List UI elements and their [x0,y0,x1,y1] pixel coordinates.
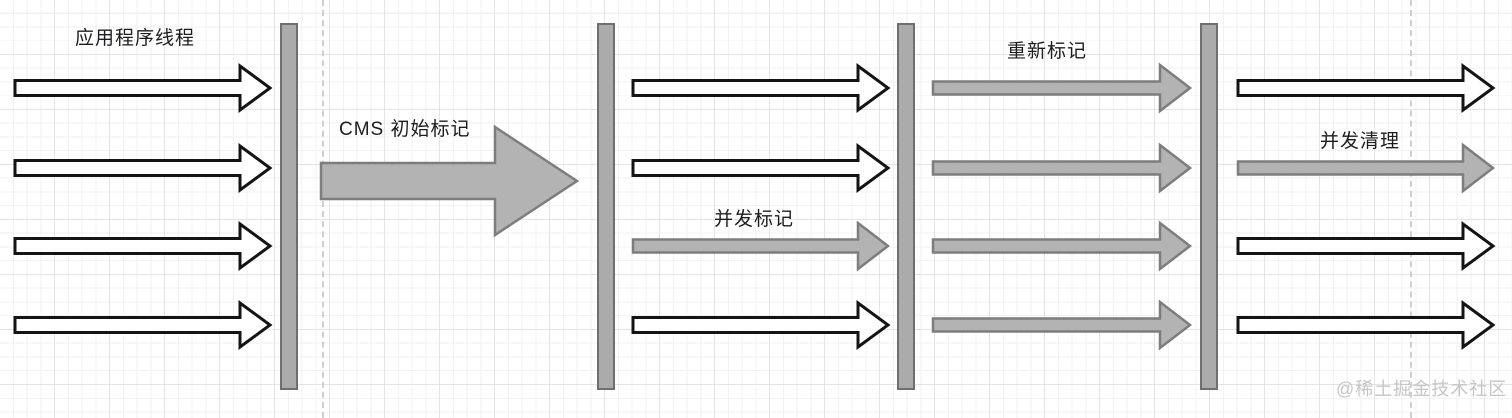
gc-thread-arrow-concurrent-sweep [1236,142,1496,194]
app-thread-arrow-app-threads-running [13,300,273,350]
app-thread-arrow-app-threads-running [13,221,273,271]
app-thread-arrow-concurrent-mark [631,300,891,350]
gc-thread-arrow-remark [931,62,1193,114]
app-thread-arrow-concurrent-mark [631,143,891,193]
gc-thread-arrow-remark [931,299,1193,351]
app-thread-arrow-app-threads-running [13,63,273,113]
gc-thread-arrow-remark [931,220,1193,272]
stw-pause-bar [280,23,298,390]
stw-pause-bar [1200,23,1218,390]
app-thread-arrow-concurrent-sweep [1236,63,1496,113]
app-thread-arrow-app-threads-running [13,143,273,193]
initial-mark-arrow [319,124,580,238]
page-boundary-dashed-line [322,0,324,418]
gc-thread-arrow-concurrent-mark [631,220,891,272]
stw-pause-bar [597,23,615,390]
label-cms-initial-mark: CMS 初始标记 [339,119,471,140]
gc-thread-arrow-remark [931,142,1193,194]
label-remark: 重新标记 [1007,41,1088,62]
app-thread-arrow-concurrent-sweep [1236,221,1496,271]
label-concurrent-mark: 并发标记 [714,209,795,230]
stw-pause-bar [897,23,915,390]
watermark: @稀土掘金技术社区 [1336,379,1508,399]
page-boundary-dashed-line [1410,0,1412,418]
app-thread-arrow-concurrent-sweep [1236,300,1496,350]
label-concurrent-sweep: 并发清理 [1320,131,1401,152]
label-application-threads: 应用程序线程 [75,28,196,49]
app-thread-arrow-concurrent-mark [631,63,891,113]
